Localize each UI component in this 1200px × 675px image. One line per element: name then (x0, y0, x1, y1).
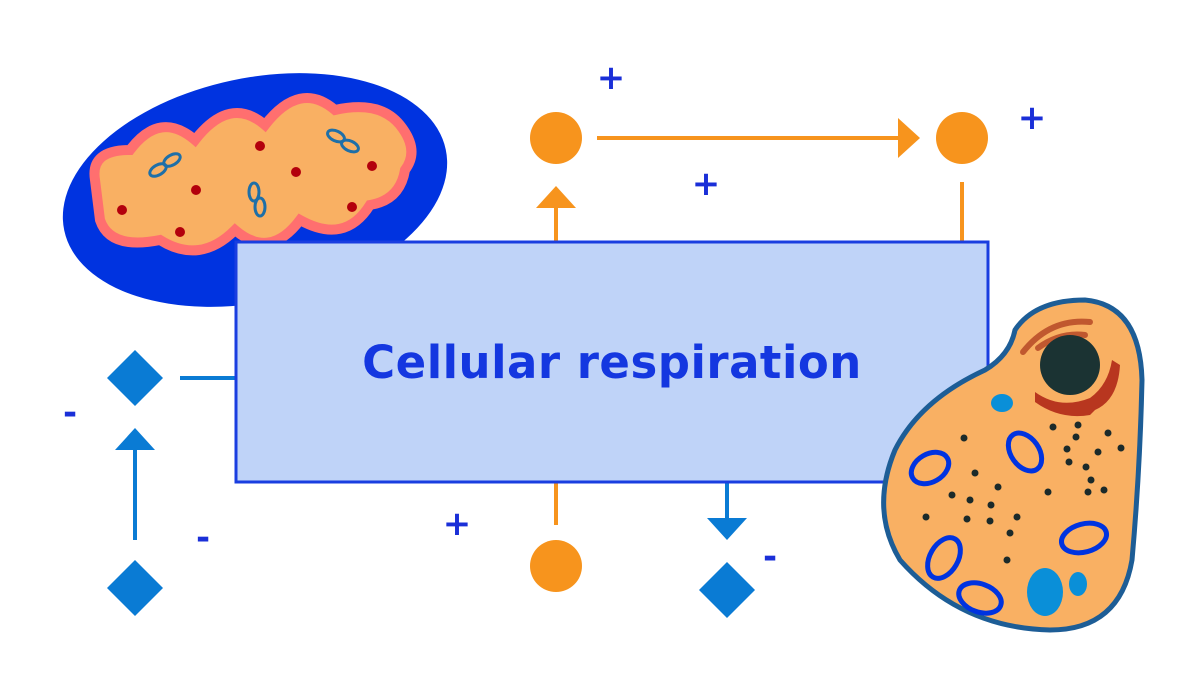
orange-connectors (536, 118, 964, 525)
plus-sign: + (597, 58, 626, 98)
mitochondrion-illustration (62, 73, 448, 307)
animal-cell-illustration (881, 297, 1145, 633)
plus-sign: + (692, 164, 721, 204)
minus-sign: - (63, 393, 77, 433)
plus-sign: + (1018, 98, 1047, 138)
diagram-title: Cellular respiration (362, 335, 862, 389)
signs: + + + + - - - (63, 58, 1046, 577)
title-box (234, 240, 990, 484)
blue-connectors (115, 376, 747, 540)
orange-nodes (530, 112, 988, 592)
minus-sign: - (196, 518, 210, 558)
blue-diamonds (107, 350, 755, 618)
plus-sign: + (443, 504, 472, 544)
minus-sign: - (763, 537, 777, 577)
